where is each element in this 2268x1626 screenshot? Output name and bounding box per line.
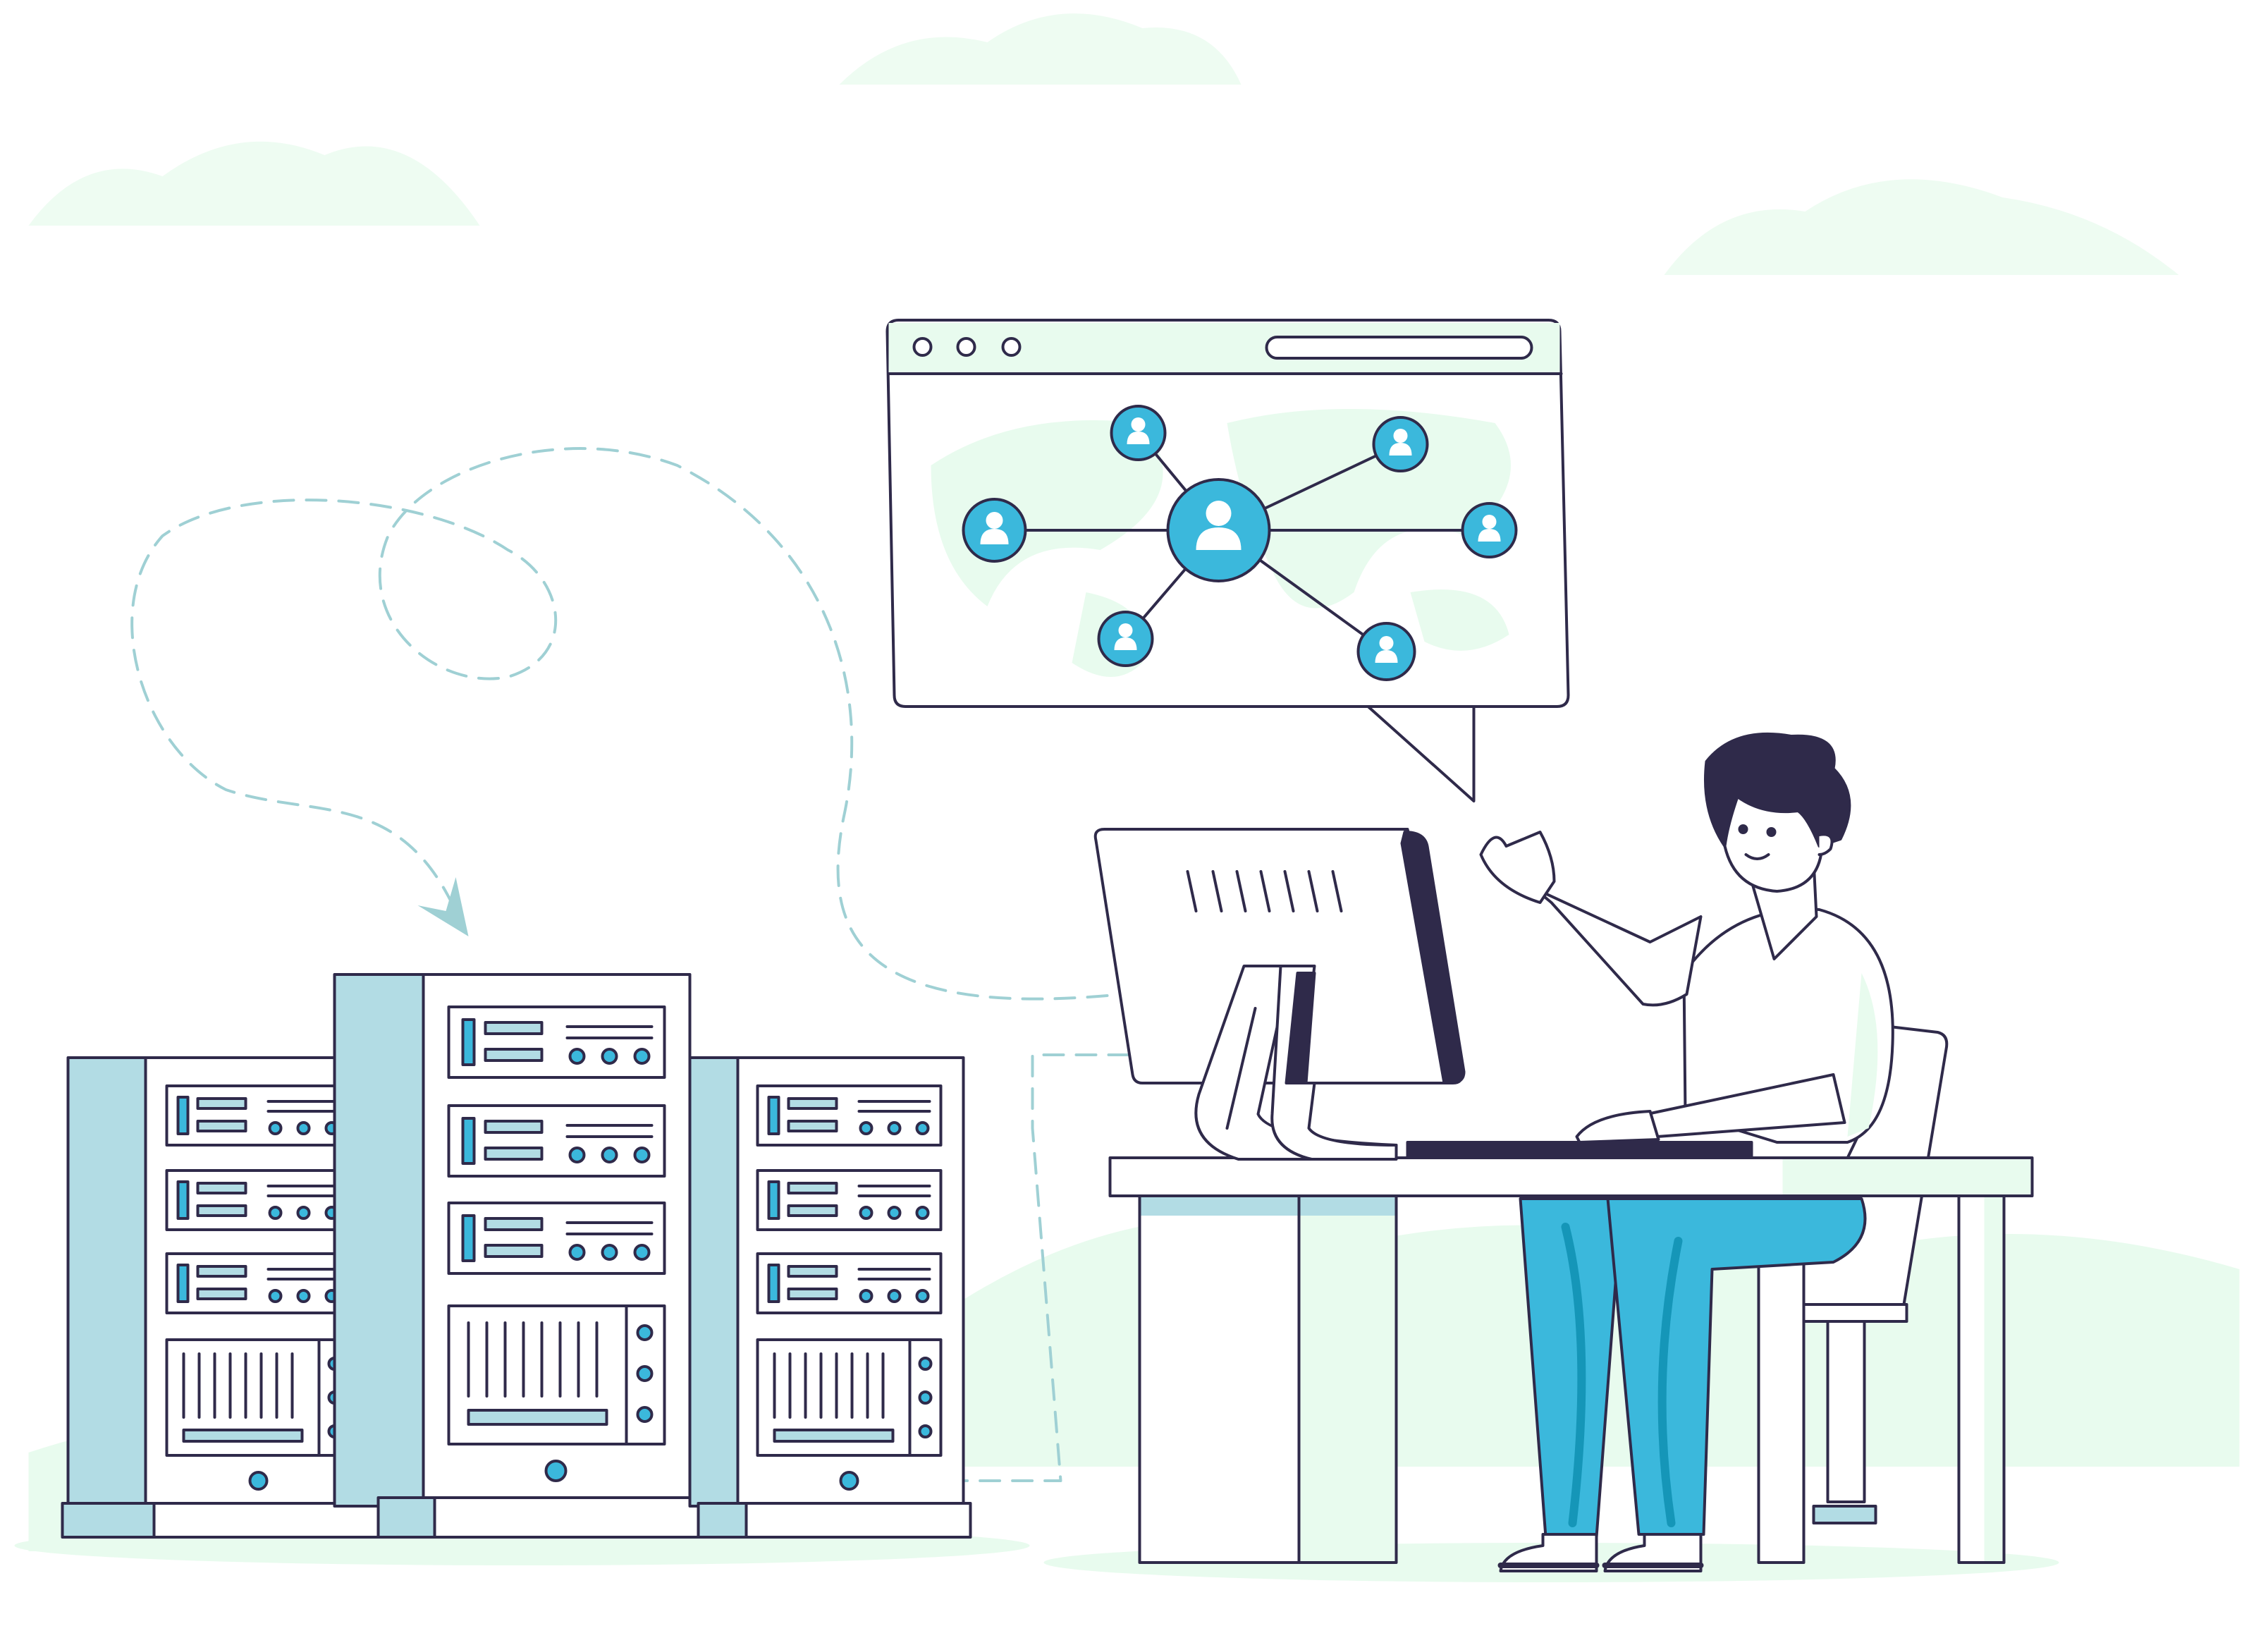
server-unit — [447, 1104, 666, 1178]
arrowhead-icon — [417, 877, 469, 936]
monitor-icon — [1093, 828, 1466, 1161]
server-unit — [165, 1169, 352, 1231]
drive-bay — [756, 1338, 943, 1457]
background-clouds — [28, 13, 2179, 275]
user-node-icon — [1110, 405, 1167, 461]
server-unit — [165, 1252, 352, 1314]
user-node-icon — [1356, 622, 1416, 681]
server-unit — [756, 1169, 943, 1231]
drive-bay — [165, 1338, 352, 1457]
dashed-data-path — [130, 447, 1130, 1482]
keyboard-icon — [1406, 1141, 1753, 1159]
user-node-icon — [1372, 416, 1429, 472]
server-unit — [165, 1084, 352, 1147]
server-unit — [756, 1084, 943, 1147]
user-node-icon — [962, 498, 1027, 563]
server-unit — [447, 1005, 666, 1079]
server-rack-icon — [61, 973, 972, 1539]
user-node-icon — [1166, 478, 1271, 582]
user-node-icon — [1097, 611, 1154, 667]
drive-bay — [447, 1304, 666, 1445]
browser-window-icon — [885, 319, 1570, 802]
person-icon — [1479, 733, 1894, 1572]
user-node-icon — [1461, 502, 1518, 558]
server-unit — [447, 1202, 666, 1275]
monitor-vent — [1186, 870, 1343, 912]
server-unit — [756, 1252, 943, 1314]
